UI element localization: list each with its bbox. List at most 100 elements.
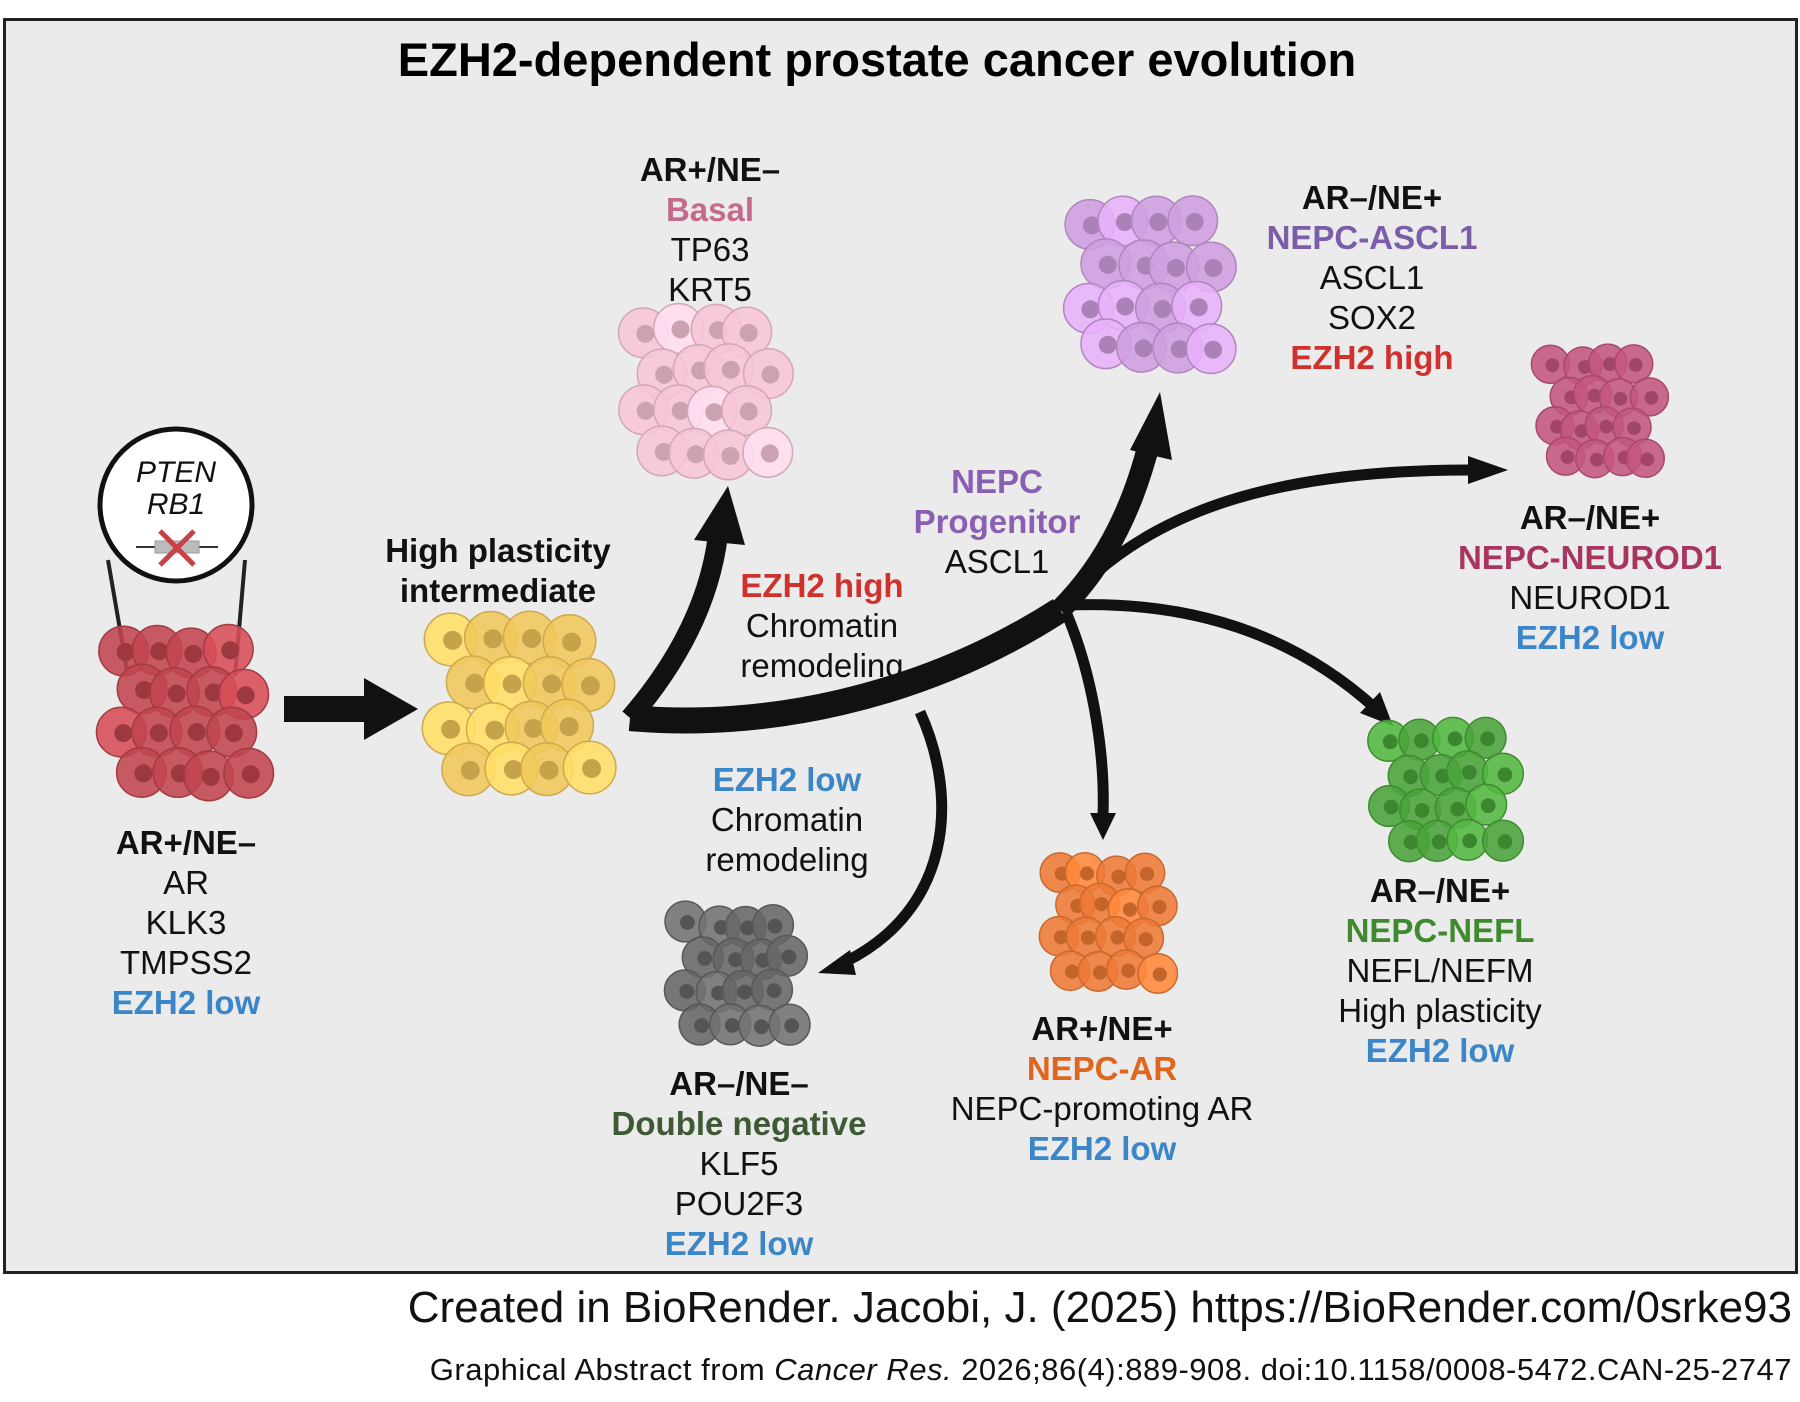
ascl1-ezh2: EZH2 high <box>1290 339 1454 376</box>
nefl-name: NEPC-NEFL <box>1345 912 1535 949</box>
intermediate-label: High plasticity intermediate <box>385 531 611 611</box>
nefl-ezh2: EZH2 low <box>1365 1032 1515 1069</box>
cell-nucleus <box>784 1018 799 1034</box>
ascl1-label: AR–/NE+ NEPC-ASCL1 ASCL1 SOX2 EZH2 high <box>1267 178 1478 378</box>
cell-nucleus <box>1139 866 1155 882</box>
cell-nucleus <box>167 684 186 703</box>
cell-nucleus <box>1403 769 1418 785</box>
cell-nucleus <box>149 724 168 742</box>
nepc-ar-ezh2: EZH2 low <box>1027 1130 1177 1167</box>
pathway-high-label: EZH2 high Chromatin remodeling <box>740 566 903 686</box>
cell-nucleus <box>201 767 220 786</box>
pathway-low-line: Chromatin <box>710 801 864 838</box>
cell-nucleus <box>1138 932 1153 947</box>
cell-nucleus <box>542 674 562 694</box>
cell-nucleus <box>441 719 461 739</box>
arrow-to-double-negative <box>842 709 948 967</box>
arrow-to-nefl <box>1067 599 1379 713</box>
cell-nucleus <box>1640 452 1655 467</box>
deleted-gene-icon <box>136 529 218 567</box>
origin-marker: KLK3 <box>145 904 227 941</box>
arrows <box>284 392 1508 975</box>
basal-name: Basal <box>665 191 755 228</box>
arrow-head-nepc-ar <box>1090 813 1116 840</box>
cell-nucleus <box>655 365 674 384</box>
cell-nucleus <box>1065 964 1080 979</box>
magenta-cell-cluster-icon <box>1530 343 1670 479</box>
progenitor-name: Progenitor <box>913 503 1081 540</box>
cell-nucleus <box>1098 335 1117 354</box>
double-negative-ezh2: EZH2 low <box>664 1225 814 1262</box>
cell-nucleus <box>1383 799 1399 815</box>
arrow-head-basal <box>694 486 745 545</box>
citation-journal: Cancer Res. <box>774 1352 953 1387</box>
origin-ezh2: EZH2 low <box>111 984 261 1021</box>
neurod1-marker: NEUROD1 <box>1509 579 1671 616</box>
cell-nucleus <box>721 446 740 465</box>
origin-marker: TMPSS2 <box>119 944 253 981</box>
cell-nucleus <box>1081 300 1100 319</box>
cell-nucleus <box>460 760 480 780</box>
cell-nucleus <box>760 444 779 463</box>
arrow-to-neurod1 <box>1055 464 1471 614</box>
cell-nucleus <box>116 643 135 661</box>
cell-nucleus <box>1497 767 1513 783</box>
cell-nucleus <box>485 720 505 740</box>
cell-nucleus <box>204 683 223 702</box>
cell-nucleus <box>559 717 579 737</box>
citation-rest: 2026;86(4):889-908. doi:10.1158/0008-547… <box>952 1352 1792 1387</box>
cell-nucleus <box>1447 731 1463 747</box>
basal-marker: KRT5 <box>668 271 752 308</box>
nepc-ar-marker: NEPC-promoting AR <box>950 1090 1254 1127</box>
cell-nucleus <box>1152 967 1167 982</box>
double-negative-status: AR–/NE– <box>669 1065 809 1102</box>
pathway-low-label: EZH2 low Chromatin remodeling <box>705 760 868 880</box>
cell-nucleus <box>562 632 581 652</box>
cell-nucleus <box>1599 419 1614 434</box>
cell-nucleus <box>671 320 690 339</box>
origin-status: AR+/NE– <box>115 824 257 861</box>
cell-nucleus <box>636 324 655 343</box>
cell-nucleus <box>1152 899 1167 915</box>
cell-nucleus <box>1587 388 1602 403</box>
figure-title: EZH2-dependent prostate cancer evolution <box>397 33 1357 86</box>
cell-nucleus <box>781 949 797 965</box>
cell-nucleus <box>1121 963 1136 978</box>
cell-nucleus <box>1613 391 1628 406</box>
arrow-head-nefl <box>1360 692 1393 726</box>
ascl1-marker: SOX2 <box>1327 299 1417 336</box>
progenitor-label: NEPC Progenitor ASCL1 <box>914 462 1081 582</box>
diagram-frame <box>3 18 1798 1274</box>
cell-nucleus <box>1497 834 1513 850</box>
cell-nucleus <box>241 765 260 784</box>
cell-nucleus <box>1431 834 1447 850</box>
cell-nucleus <box>1149 213 1168 231</box>
cell-nucleus <box>1602 357 1617 371</box>
cell-nucleus <box>134 764 153 783</box>
cell-nucleus <box>1185 212 1204 231</box>
cell-nucleus <box>524 719 543 738</box>
gene-pten: PTEN <box>135 456 217 489</box>
cell-nucleus <box>671 401 690 420</box>
cell-nucleus <box>1093 965 1108 980</box>
cell-nucleus <box>724 1018 740 1033</box>
progenitor-name: NEPC <box>951 463 1043 500</box>
cell-nucleus <box>1122 902 1138 917</box>
cell-nucleus <box>1480 731 1495 747</box>
cell-nucleus <box>1098 255 1117 274</box>
cell-nucleus <box>680 915 695 930</box>
cell-nucleus <box>502 674 522 694</box>
cell-nucleus <box>1082 216 1101 235</box>
cell-nucleus <box>1461 765 1477 780</box>
neurod1-label: AR–/NE+ NEPC-NEUROD1 NEUROD1 EZH2 low <box>1458 498 1722 658</box>
citation-prefix: Graphical Abstract from <box>429 1352 775 1387</box>
arrow-main-trunk <box>628 599 1068 734</box>
arrow-to-basal <box>622 533 728 725</box>
pathway-low-line: remodeling <box>705 841 869 878</box>
cell-nucleus <box>740 920 755 936</box>
intermediate-line: intermediate <box>399 572 597 609</box>
neurod1-name: NEPC-NEUROD1 <box>1457 539 1723 576</box>
biorender-credit: Created in BioRender. Jacobi, J. (2025) … <box>407 1283 1792 1332</box>
double-negative-label: AR–/NE– Double negative KLF5 POU2F3 EZH2… <box>612 1064 867 1264</box>
